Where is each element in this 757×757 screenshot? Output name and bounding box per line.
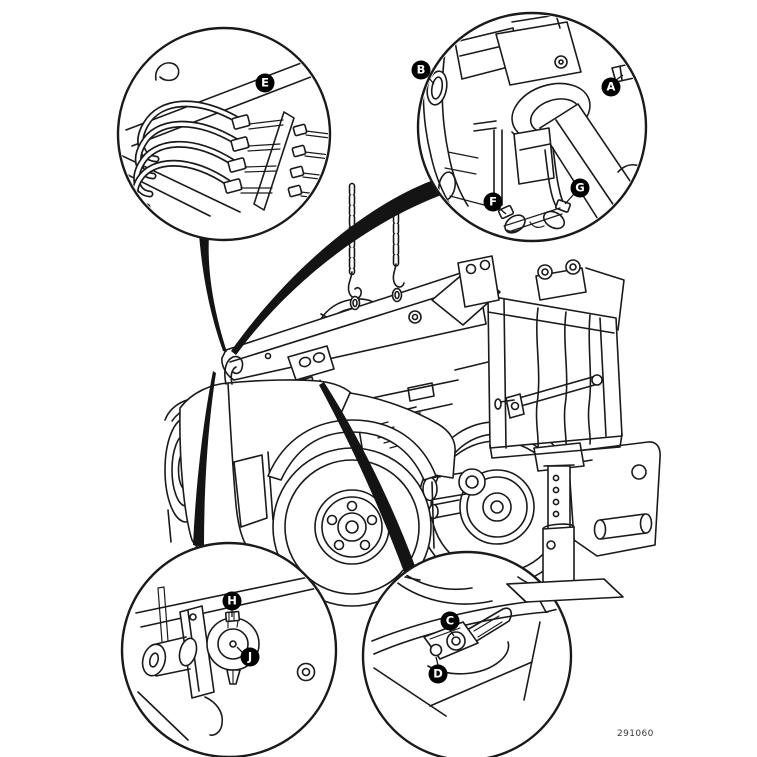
callout-badge-a: A <box>601 77 621 97</box>
front-fender <box>267 419 437 481</box>
boom-pivot-brackets <box>431 255 501 326</box>
swoosh-to-inset-abfg <box>231 181 444 355</box>
rear-body-panel <box>567 441 661 557</box>
machine-drawing <box>164 182 661 607</box>
callout-badge-c: C <box>440 611 460 631</box>
inset-detail-e <box>116 26 332 242</box>
support-stand <box>506 464 624 603</box>
figure-number: 291060 <box>617 729 654 739</box>
callout-badge-e: E <box>255 73 275 93</box>
rear-carriage-frame <box>487 259 625 472</box>
inset-detail-hj <box>120 541 338 757</box>
swoosh-to-inset-hj <box>193 371 216 547</box>
callout-badge-j: J <box>240 647 260 667</box>
callout-badge-f: F <box>483 192 503 212</box>
grease-cap-boss <box>206 610 260 685</box>
inset-detail-abfg <box>416 11 648 243</box>
swoosh-to-inset-e <box>199 234 227 352</box>
front-wheel <box>272 447 432 607</box>
callout-badge-h: H <box>222 591 242 611</box>
fixing-bracket <box>423 621 479 660</box>
callout-badge-g: G <box>570 178 590 198</box>
hose-fittings <box>223 114 328 200</box>
badge-leader-lines <box>231 74 624 666</box>
inset-detail-cd <box>361 550 573 757</box>
leader-swooshes <box>193 181 444 572</box>
callout-badge-d: D <box>428 664 448 684</box>
callout-badge-b: B <box>411 60 431 80</box>
swoosh-to-inset-cd <box>319 382 415 572</box>
